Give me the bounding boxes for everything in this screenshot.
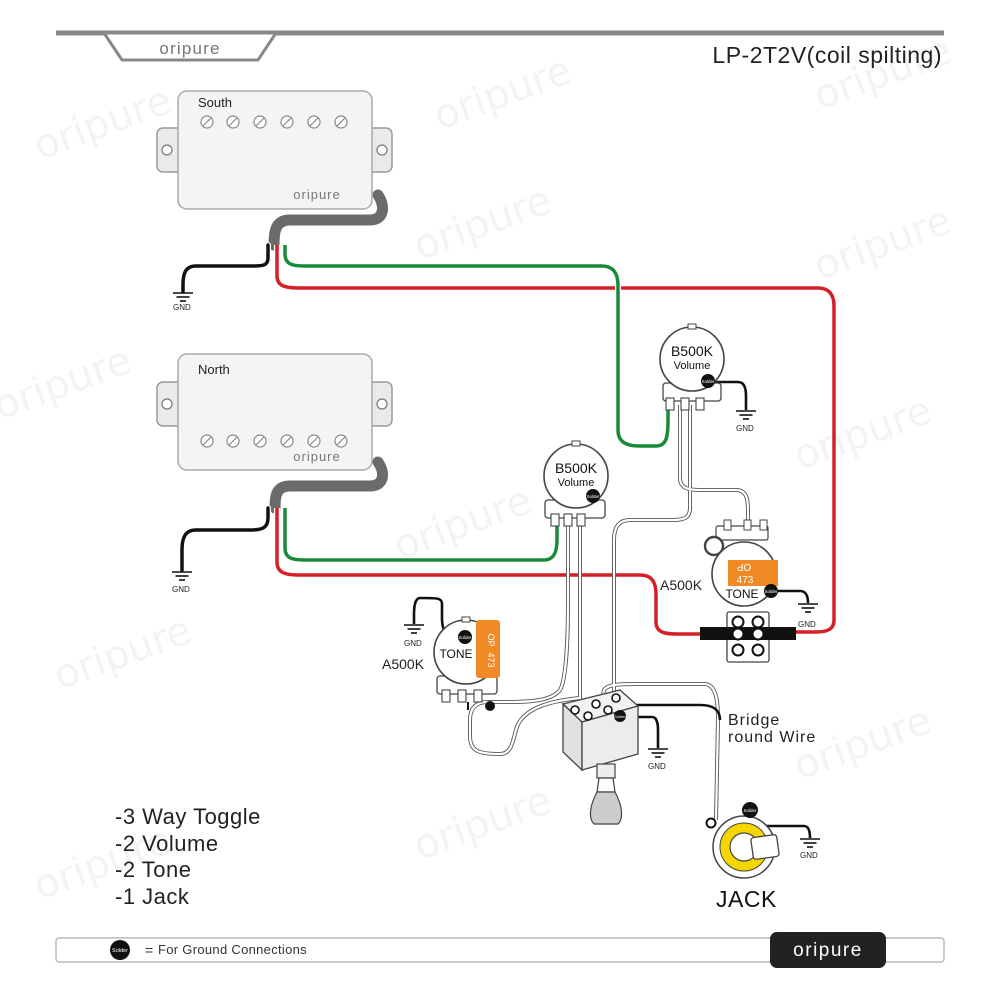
jack-label: JACK xyxy=(716,886,777,912)
tone-pot-right: OP 473 TONE Solder xyxy=(703,519,778,607)
footer-legend-text: For Ground Connections xyxy=(158,942,307,957)
south-ground-wire xyxy=(181,243,270,294)
solder-icon xyxy=(110,940,130,960)
svg-text:oripure: oripure xyxy=(428,47,578,139)
svg-text:oripure: oripure xyxy=(388,477,538,569)
solder-icon xyxy=(586,489,600,503)
svg-text:oripure: oripure xyxy=(808,197,958,289)
svg-text:oripure: oripure xyxy=(0,337,138,429)
svg-text:oripure: oripure xyxy=(28,77,178,169)
white-wires xyxy=(468,405,750,821)
solder-label: Solder xyxy=(743,808,757,813)
tone-label: TONE xyxy=(439,647,472,661)
bridge-label-line1: Bridge xyxy=(728,712,781,729)
solder-label: Solder xyxy=(764,589,778,594)
solder-icon xyxy=(742,802,758,818)
solder-icon xyxy=(458,630,472,644)
north-cable xyxy=(269,456,388,514)
capacitor-code: 473 xyxy=(737,575,754,586)
pot-title: B500K xyxy=(555,460,598,476)
capacitor-brand: OP xyxy=(486,633,496,646)
solder-label: Solder xyxy=(458,635,472,640)
tone-right-value: A500K xyxy=(660,577,703,593)
footer-brand-badge xyxy=(770,932,886,968)
north-pickup-brand: oripure xyxy=(293,449,340,464)
three-way-toggle: Solder xyxy=(561,689,640,825)
page-title: LP-2T2V(coil spilting) xyxy=(712,42,942,68)
south-green-wire xyxy=(283,245,670,448)
gnd-label: GND xyxy=(736,424,754,433)
capacitor-right xyxy=(728,560,778,586)
capacitor-code: 473 xyxy=(486,652,496,667)
solder-icon xyxy=(764,584,778,598)
component-item: -2 Tone xyxy=(115,857,192,882)
capacitor-left xyxy=(476,620,500,678)
component-item: -2 Volume xyxy=(115,830,219,856)
pot-title: B500K xyxy=(671,343,714,359)
gnd-label: GND xyxy=(800,851,818,860)
south-pickup-brand: oripure xyxy=(293,187,340,202)
solder-label: Solder xyxy=(112,948,128,954)
pot-subtitle: Volume xyxy=(674,360,711,372)
gnd-label: GND xyxy=(172,585,190,594)
svg-text:oripure: oripure xyxy=(48,607,198,699)
svg-text:oripure: oripure xyxy=(408,177,558,269)
south-cable xyxy=(268,189,388,251)
gnd-label: GND xyxy=(404,639,422,648)
footer-brand: oripure xyxy=(793,940,863,961)
volume-pot-right: B500K Volume Solder xyxy=(659,323,725,411)
south-pickup: South oripure xyxy=(156,90,393,210)
watermark: oripure oripure oripure oripure oripure … xyxy=(0,27,958,909)
bridge-ground-label: Bridge round Wire xyxy=(728,712,816,746)
volume-pot-left: B500K Volume Solder xyxy=(543,440,609,527)
north-green-wire xyxy=(283,508,559,562)
header-brand: oripure xyxy=(159,39,220,58)
header-bar: oripure xyxy=(56,30,944,62)
ground-wires xyxy=(412,380,812,839)
gnd-label: GND xyxy=(173,303,191,312)
bridge-label-line2: round Wire xyxy=(728,729,817,746)
tone-label: TONE xyxy=(725,587,758,601)
gnd-label: GND xyxy=(798,620,816,629)
solder-icon xyxy=(701,374,715,388)
footer-bar: Solder = oripure xyxy=(55,932,945,968)
gnd-label: GND xyxy=(648,762,666,771)
north-pickup-label: North xyxy=(198,362,230,377)
capacitor-brand: OP xyxy=(736,561,751,572)
north-ground-wire xyxy=(180,506,270,572)
svg-text:oripure: oripure xyxy=(408,777,558,869)
solder-label: Solder xyxy=(614,714,626,719)
tone-pot-left: TONE Solder OP 473 xyxy=(433,616,500,711)
pot-subtitle: Volume xyxy=(558,477,595,489)
svg-text:oripure: oripure xyxy=(788,387,938,479)
solder-label: Solder xyxy=(586,494,600,499)
component-item: -3 Way Toggle xyxy=(115,804,261,829)
south-red-wire xyxy=(275,245,836,634)
north-red-wire xyxy=(275,508,708,636)
solder-icon xyxy=(614,710,626,722)
output-jack: Solder xyxy=(705,802,780,879)
components-list: -3 Way Toggle -2 Volume -2 Tone -1 Jack xyxy=(115,804,261,910)
south-pickup-label: South xyxy=(198,95,232,110)
legend-equals: = xyxy=(145,942,153,958)
component-item: -1 Jack xyxy=(115,883,190,909)
north-pickup: North oripure xyxy=(156,353,393,471)
coil-split-switch xyxy=(700,611,796,663)
solder-label: Solder xyxy=(701,379,715,384)
tone-left-value: A500K xyxy=(382,656,425,672)
